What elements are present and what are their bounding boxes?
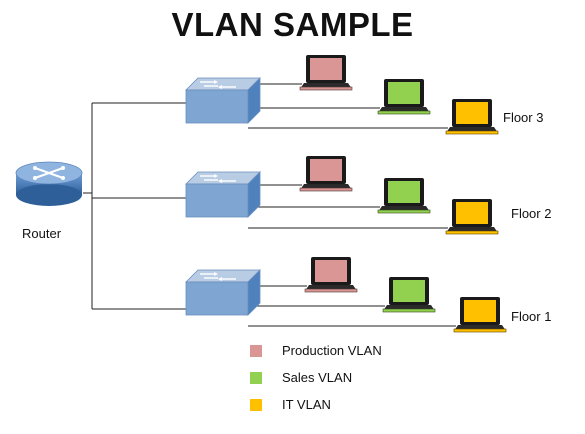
diagram-title: VLAN SAMPLE [171,6,414,43]
laptop-icon [445,199,499,235]
floor-1-label: Floor 1 [511,309,552,324]
laptops-group [299,55,507,333]
switch-icon [185,269,261,316]
laptop-icon [445,99,499,135]
switch-icon [185,171,261,218]
floor-3-label: Floor 3 [503,110,544,125]
laptop-icon [304,257,358,293]
floor-2-label: Floor 2 [511,206,552,221]
laptop-icon [382,277,436,313]
legend-label-it: IT VLAN [282,397,331,412]
laptop-icon [453,297,507,333]
laptop-icon [299,55,353,91]
switch-icon [185,77,261,124]
laptop-icon [377,178,431,214]
router-icon [15,161,83,206]
switches-group [185,77,261,316]
router-label: Router [22,226,62,241]
laptop-icon [299,156,353,192]
legend-swatch-production [250,345,262,357]
legend-label-sales: Sales VLAN [282,370,353,385]
laptop-icon [377,79,431,115]
legend-swatch-it [250,399,262,411]
legend-label-production: Production VLAN [282,343,382,358]
legend-swatch-sales [250,372,262,384]
